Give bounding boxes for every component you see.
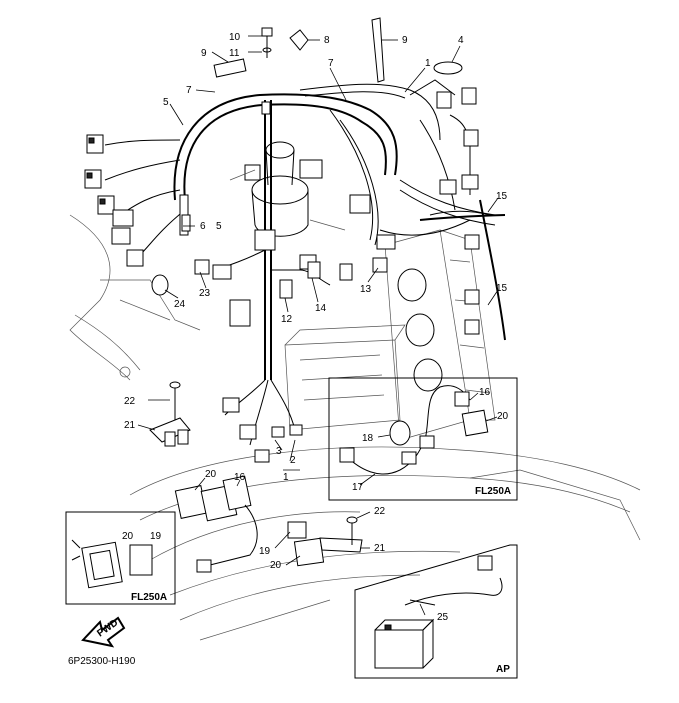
callout-16-inset: 16 (479, 387, 491, 398)
cylinder-block (384, 229, 496, 441)
callout-8: 8 (324, 35, 330, 46)
callout-13: 13 (360, 284, 372, 295)
callout-9-right: 9 (402, 35, 408, 46)
callout-9-left: 9 (201, 48, 207, 59)
callout-6: 6 (200, 221, 206, 232)
callout-leaders (137, 35, 499, 616)
callout-25: 25 (437, 612, 449, 623)
callout-24: 24 (174, 299, 186, 310)
callout-5-mid: 5 (216, 221, 222, 232)
starter-assembly (229, 141, 346, 237)
screw-10 (261, 27, 273, 58)
callout-16-mid: 16 (234, 472, 246, 483)
callout-22-bottom: 22 (374, 506, 386, 517)
callout-12: 12 (281, 314, 293, 325)
inset-left-label: FL250A (131, 592, 167, 603)
callout-20-inset: 20 (497, 411, 509, 422)
callout-15-top: 15 (496, 191, 508, 202)
lower-parts (149, 381, 363, 573)
inset-fl250a-right (328, 377, 518, 501)
callout-17: 17 (352, 482, 364, 493)
fwd-label: FWD (95, 617, 120, 639)
callout-15-bottom: 15 (496, 283, 508, 294)
callout-18: 18 (362, 433, 374, 444)
callout-5-top: 5 (163, 97, 169, 108)
callout-3: 3 (276, 446, 282, 457)
inset-fl250a-left (65, 511, 176, 605)
callout-20-mid: 20 (205, 469, 217, 480)
connectors (84, 17, 480, 463)
callout-2: 2 (290, 455, 296, 466)
callout-19-left-inset: 19 (150, 531, 162, 542)
callout-23: 23 (199, 288, 211, 299)
callout-numbers: 10 11 8 9 9 4 7 7 1 5 6 5 15 15 13 14 12… (122, 32, 509, 623)
callout-21-top: 21 (124, 420, 136, 431)
inset-ap-label: AP (496, 664, 510, 675)
callout-20-bottom: 20 (270, 560, 282, 571)
callout-11: 11 (229, 48, 240, 59)
callout-14: 14 (315, 303, 327, 314)
callout-20-left-inset: 20 (122, 531, 134, 542)
inset-ap (354, 544, 518, 679)
diagram-code: 6P25300-H190 (68, 656, 136, 667)
callout-7-right: 7 (328, 58, 334, 69)
callout-4: 4 (458, 35, 464, 46)
callout-1-top: 1 (425, 58, 431, 69)
left-mount-bracket (69, 214, 201, 381)
fwd-arrow: FWD (81, 616, 126, 648)
inset-right-label: FL250A (475, 486, 511, 497)
callout-21-bottom: 21 (374, 543, 386, 554)
callout-22-top: 22 (124, 396, 136, 407)
callout-19-bottom: 19 (259, 546, 271, 557)
callout-1-bottom: 1 (283, 472, 289, 483)
electrical-box (284, 324, 406, 431)
callout-7-left: 7 (186, 85, 192, 96)
callout-10: 10 (229, 32, 241, 43)
